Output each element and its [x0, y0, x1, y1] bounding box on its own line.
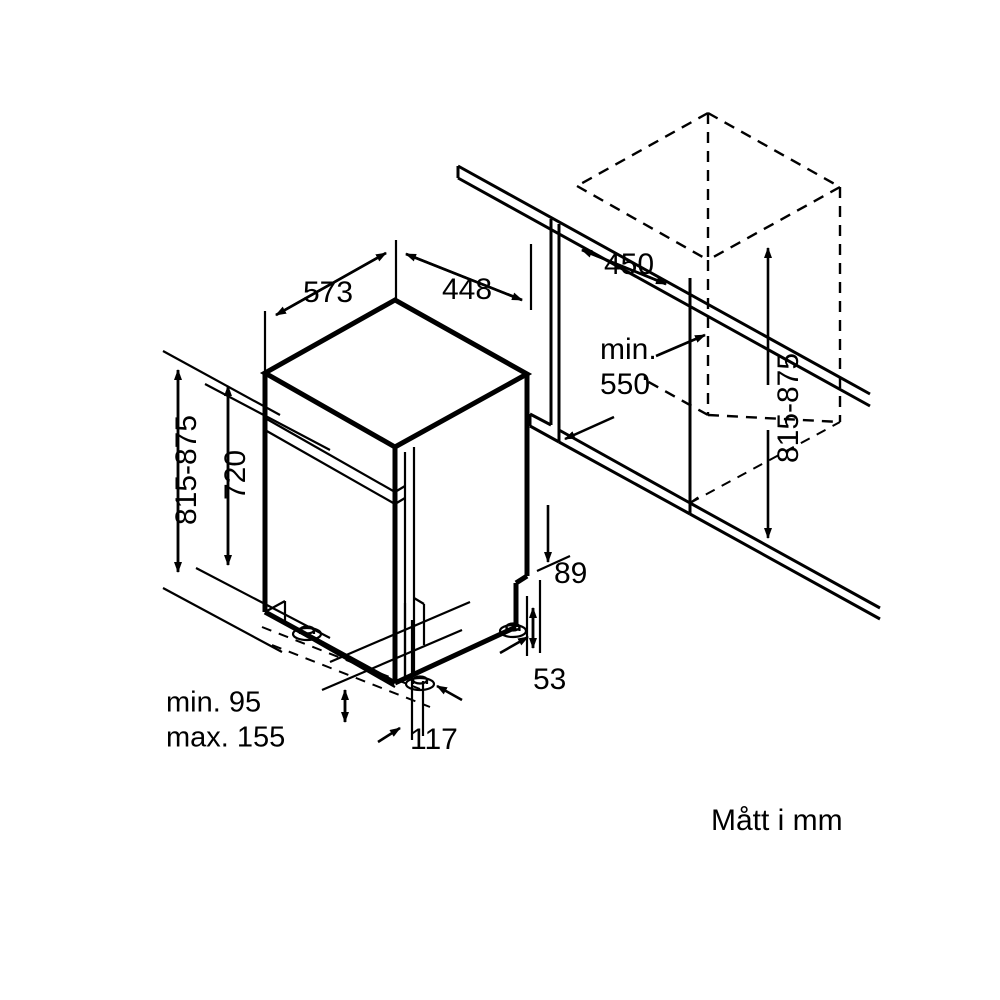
label-service-max: max. 155 [166, 722, 285, 754]
cabinet-side-panel [528, 219, 691, 516]
dimension-720 [195, 383, 331, 639]
label-89: 89 [554, 557, 587, 590]
label-450: 450 [604, 248, 654, 281]
label-573: 573 [303, 276, 353, 309]
niche-right-wall [688, 278, 881, 621]
dimension-573 [263, 240, 398, 372]
dimension-min-550 [564, 333, 706, 441]
dimension-448 [405, 244, 533, 310]
label-550: 550 [600, 368, 650, 401]
label-height-left: 815-875 [170, 415, 203, 525]
dimension-89 [536, 505, 571, 573]
dimension-117 [341, 620, 463, 744]
units-note: Mått i mm [711, 804, 843, 837]
label-service-min: min. 95 [166, 687, 261, 719]
dimension-53 [499, 580, 542, 656]
label-448: 448 [442, 273, 492, 306]
label-height-right: 815-875 [772, 353, 805, 463]
floor-reference-lines [261, 600, 471, 708]
label-117: 117 [410, 723, 458, 756]
dimension-450 [581, 248, 667, 286]
label-720: 720 [219, 450, 252, 500]
label-53: 53 [533, 663, 566, 696]
niche-hidden-outline [576, 111, 842, 504]
appliance-body [259, 297, 533, 688]
label-min: min. [600, 333, 657, 366]
adjustable-feet [291, 622, 528, 692]
dimension-height-left-outer [162, 350, 283, 653]
